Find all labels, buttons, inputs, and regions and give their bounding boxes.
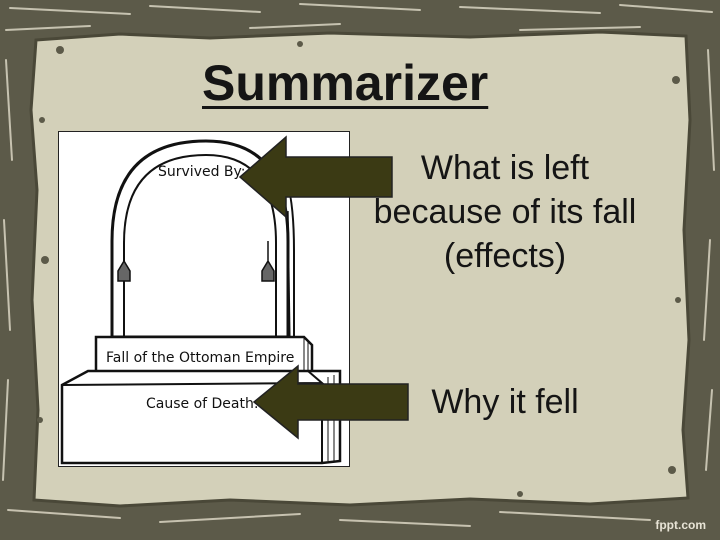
slide-title: Summarizer xyxy=(202,58,488,108)
effects-text: What is left because of its fall (effect… xyxy=(370,146,640,278)
watermark: fppt.com xyxy=(655,518,706,532)
causes-text: Why it fell xyxy=(380,380,630,424)
cause-of-death-label: Cause of Death: xyxy=(146,396,259,412)
survived-by-label: Survived By: xyxy=(158,164,246,180)
